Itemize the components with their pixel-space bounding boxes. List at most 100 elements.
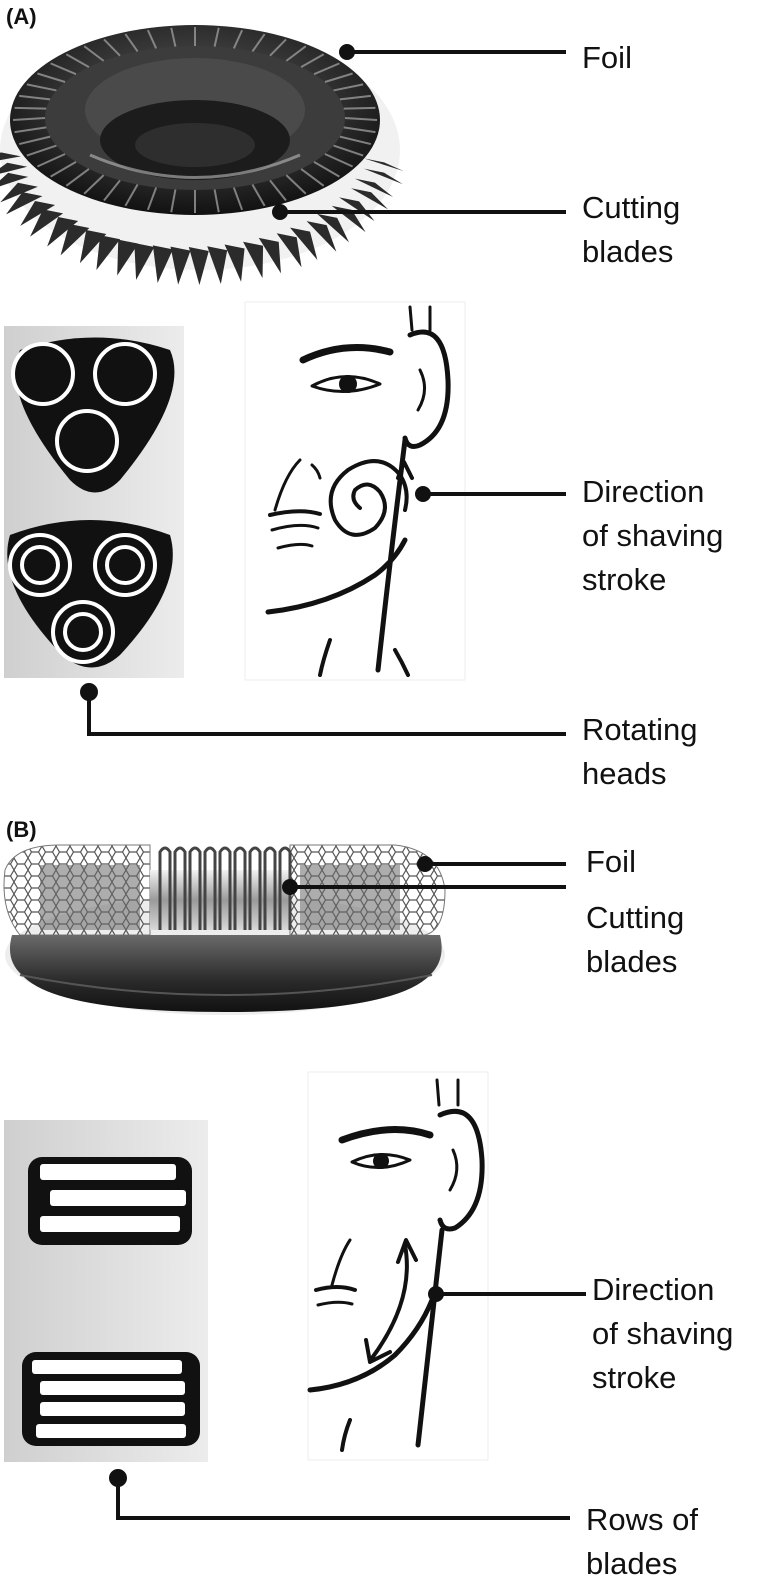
comb-tooth (203, 846, 217, 930)
foil-slot (65, 168, 90, 187)
rotary-shaver-head (0, 25, 404, 285)
foil-slot (170, 189, 177, 213)
foil-slot (339, 94, 371, 101)
blade-tooth (134, 242, 155, 280)
blade-tooth (290, 227, 318, 261)
callout-direction-a-line2: of shaving (582, 518, 724, 553)
foil-slot (324, 72, 353, 83)
foil-slot (339, 135, 372, 146)
foil-slot (285, 174, 307, 195)
callout-cutting-blades-b-line1: Cutting (586, 900, 685, 935)
callout-direction-b: Direction of shaving stroke (592, 1268, 733, 1400)
blade-tooth (0, 152, 21, 161)
foil-slot (18, 135, 51, 146)
foil-slot (19, 94, 51, 101)
callout-foil-a-line1: Foil (582, 40, 632, 75)
panel-a-label: (A) (6, 4, 37, 29)
foil-slot (300, 168, 325, 187)
foil-slot (14, 106, 47, 110)
foil-shaver-head (3, 844, 446, 1015)
blade-tooth (276, 233, 302, 268)
rotary-blade-teeth (0, 152, 404, 285)
blade-tooth (207, 246, 228, 285)
foil-slot (344, 117, 378, 121)
foil-slot (170, 27, 177, 47)
foil-slot (50, 62, 77, 76)
foil-slot (26, 144, 57, 157)
panel-a-callout-lines (272, 44, 566, 220)
panel-b-label: (B) (6, 817, 37, 842)
callout-direction-b-line2: of shaving (592, 1316, 734, 1351)
foil-slot (269, 38, 287, 57)
blade-tooth (317, 213, 350, 243)
blade-tooth (351, 188, 389, 210)
callout-cutting-blades-a-line1: Cutting (582, 190, 681, 225)
comb-tooth (263, 846, 277, 930)
foil-slot (37, 72, 66, 83)
comb-tooth (278, 846, 292, 930)
blade-tooth (30, 209, 64, 237)
blade-tooth (6, 192, 43, 215)
comb-tooth (188, 846, 202, 930)
blade-tooth (0, 172, 29, 187)
foil-slot (343, 106, 376, 110)
blade-tooth (354, 178, 394, 198)
callout-rows-of-blades: Rows of blades (586, 1498, 698, 1586)
foil-slot (146, 187, 158, 211)
foil-slot (124, 184, 139, 207)
foil-slot (285, 45, 307, 62)
foil-slot (83, 45, 105, 62)
foil-slot (50, 160, 77, 178)
panel-b-lower-callout-lines (109, 1286, 586, 1520)
blade-tooth (258, 237, 281, 274)
callout-direction-a-line3: stroke (582, 562, 667, 597)
foil-slot (232, 187, 244, 211)
comb-tooth (158, 846, 172, 930)
foil-slot (251, 33, 266, 53)
callout-direction-a-line1: Direction (582, 474, 705, 509)
callout-foil-b-line1: Foil (586, 844, 636, 879)
foil-slot (300, 53, 325, 68)
foil-slot (251, 184, 266, 207)
callout-cutting-blades-a: Cutting blades (582, 186, 680, 274)
blade-tooth (117, 239, 139, 276)
face-illustration-b (307, 1071, 489, 1461)
callout-direction-b-line3: stroke (592, 1360, 677, 1395)
panel-a-lower-callout-lines (80, 486, 566, 736)
foil-slot (324, 153, 354, 168)
rotating-heads-pointer-line (87, 692, 566, 736)
foil-slot (26, 83, 57, 92)
callout-rotating-heads-line2: heads (582, 756, 667, 791)
blade-tooth (0, 162, 28, 174)
callout-foil-a: Foil (582, 36, 632, 80)
foil-slot (333, 144, 364, 157)
foil-slot (269, 179, 287, 202)
foil-slot (124, 33, 139, 53)
comb-teeth (158, 846, 292, 930)
blade-tooth (152, 245, 173, 283)
foil-slot (103, 38, 121, 57)
rows-of-blades-pointer-line (116, 1478, 570, 1520)
blade-tooth (0, 182, 38, 203)
callout-cutting-blades-b: Cutting blades (586, 896, 684, 984)
comb-tooth (173, 846, 187, 930)
comb-tooth (233, 846, 247, 930)
foil-slot (146, 29, 158, 49)
blade-tooth (188, 246, 209, 285)
foil-slot (213, 189, 220, 213)
blade-tooth (306, 221, 337, 252)
blade-tooth (79, 230, 107, 264)
comb-tooth (218, 846, 232, 930)
callout-direction-a: Direction of shaving stroke (582, 470, 723, 602)
callout-foil-b: Foil (586, 840, 636, 884)
foil-slot (213, 27, 220, 47)
foil-slot (14, 126, 47, 134)
foil-slot (12, 117, 46, 121)
foil-slot (333, 83, 364, 92)
foil-slot (36, 153, 66, 168)
foil-slots (12, 27, 378, 213)
blade-tooth (364, 158, 404, 172)
comb-tooth (248, 846, 262, 930)
blade-tooth (60, 223, 90, 256)
